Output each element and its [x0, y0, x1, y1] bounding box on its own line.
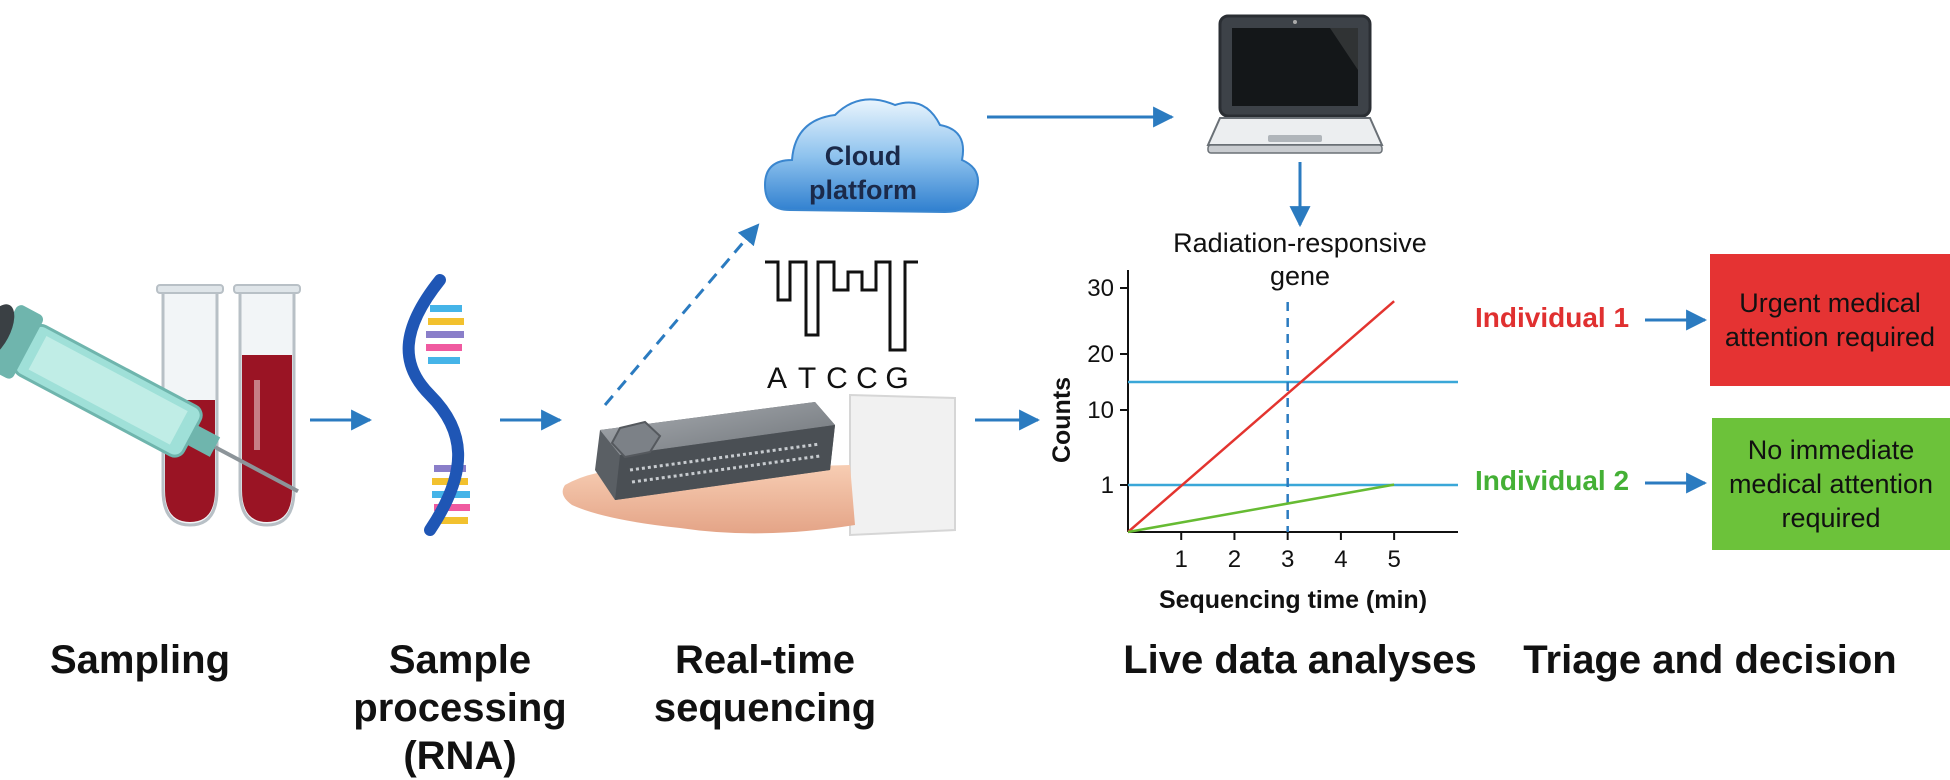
nucleotide-1: A [767, 362, 787, 395]
series-line-1 [1127, 300, 1395, 533]
flow-arrows [310, 106, 1708, 494]
stage-real-time-sequencing-line-2: sequencing [653, 686, 877, 730]
cloud-label-line-2: platform [809, 175, 917, 205]
series-line-2 [1127, 483, 1395, 534]
y-axis-label: Counts [1048, 377, 1076, 463]
nucleotide-4: C [856, 362, 878, 395]
individual-1-label: Individual 1 [1475, 302, 1630, 333]
stage-sample-processing: Sample processing (RNA) [340, 636, 580, 780]
y-tick-label-1: 1 [1101, 472, 1114, 499]
arrow-sequencing-to-cloud [603, 223, 760, 406]
nucleotide-sequence: A T C C G [767, 362, 909, 395]
decision-urgent-line-1: Urgent medical [1739, 288, 1921, 318]
gene-label-line-1: Radiation-responsive [1173, 228, 1427, 258]
rna-strand-illustration [402, 274, 470, 536]
decision-urgent-box: Urgent medical attention required [1710, 254, 1950, 386]
x-tick-label-4: 4 [1334, 546, 1347, 573]
nucleotide-5: G [885, 362, 908, 395]
sequencer-device-illustration [562, 393, 956, 537]
syringe-illustration [0, 304, 299, 494]
stage-real-time-sequencing: Real-time sequencing [635, 636, 895, 732]
sequencing-signal-trace [765, 260, 918, 352]
x-tick-label-1: 1 [1175, 546, 1188, 573]
y-tick-label-30: 30 [1087, 275, 1114, 302]
stage-sample-processing-line-3: (RNA) [403, 734, 517, 778]
decision-no-immediate-box: No immediate medical attention required [1712, 418, 1950, 550]
cloud-platform-icon [763, 98, 979, 214]
decision-urgent-line-2: attention required [1724, 322, 1936, 352]
cloud-label-line-1: Cloud [825, 141, 901, 171]
stage-sample-processing-line-1: Sample [388, 638, 532, 682]
nucleotide-2: T [798, 362, 816, 395]
decision-no-immediate-line-2: medical attention [1728, 469, 1934, 499]
stage-triage-and-decision: Triage and decision [1523, 638, 1897, 682]
stage-sample-processing-line-2: processing [353, 686, 567, 730]
stage-live-data-analyses: Live data analyses [1123, 638, 1477, 682]
stage-sampling: Sampling [49, 638, 231, 682]
laptop-icon [1206, 14, 1384, 154]
x-tick-label-5: 5 [1387, 546, 1400, 573]
y-tick-label-20: 20 [1087, 341, 1114, 368]
decision-no-immediate-line-3: required [1781, 503, 1881, 533]
stage-real-time-sequencing-line-1: Real-time [674, 638, 856, 682]
y-tick-label-10: 10 [1087, 397, 1114, 424]
decision-no-immediate-line-1: No immediate [1747, 435, 1915, 465]
gene-label-line-2: gene [1270, 261, 1330, 291]
x-axis-label: Sequencing time (min) [1159, 586, 1427, 614]
individual-2-label: Individual 2 [1475, 465, 1630, 496]
x-tick-label-2: 2 [1228, 546, 1241, 573]
nucleotide-3: C [826, 362, 848, 395]
x-tick-label-3: 3 [1281, 546, 1294, 573]
